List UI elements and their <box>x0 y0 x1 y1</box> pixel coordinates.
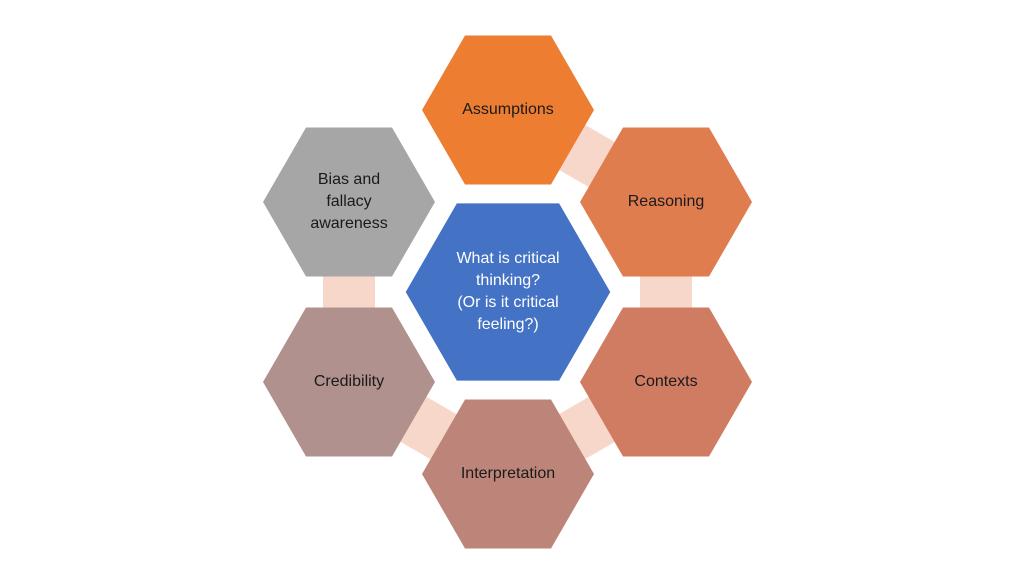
node-reasoning-hexagon <box>580 127 752 277</box>
node-contexts-label: Contexts <box>634 373 698 390</box>
center-node-label: What is critical thinking? (Or is it cri… <box>456 250 560 333</box>
node-credibility-hexagon <box>263 307 435 457</box>
node-contexts-hexagon <box>580 307 752 457</box>
node-interpretation-label: Interpretation <box>460 465 556 482</box>
node-assumptions-label: Assumptions <box>462 101 554 118</box>
node-assumptions-hexagon <box>422 35 594 185</box>
node-bias-label: Bias and fallacy awareness <box>310 171 388 232</box>
node-bias-hexagon <box>263 127 435 277</box>
connector-reasoning-contexts <box>640 268 692 316</box>
connector-credibility-bias <box>323 268 375 316</box>
node-reasoning-label: Reasoning <box>627 193 705 210</box>
node-interpretation-hexagon <box>422 399 594 549</box>
center-node-hexagon <box>402 200 614 384</box>
node-credibility-label: Credibility <box>313 373 385 390</box>
